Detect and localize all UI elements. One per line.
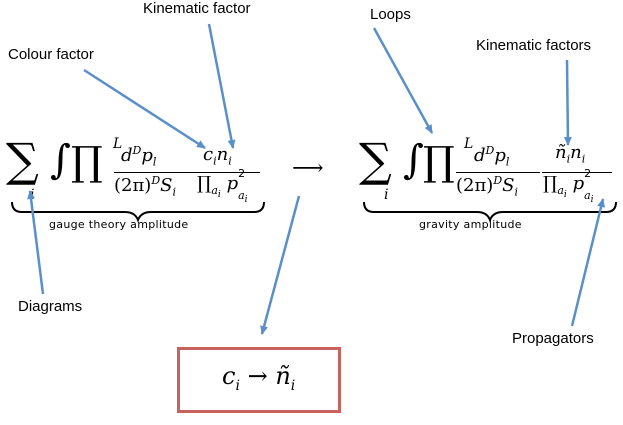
arrow-kinematic-factors (563, 59, 572, 146)
fraction-line-measure-right (456, 172, 540, 173)
underbrace-gauge (11, 201, 265, 223)
arrow-to-box (260, 195, 301, 335)
sum-symbol-right: ∑ (359, 133, 392, 187)
label-loops: Loops (370, 6, 411, 23)
arrow-kinematic-factor (207, 23, 236, 149)
arrow-loops (372, 27, 434, 134)
replacement-formula: ci → ñi (222, 362, 296, 394)
measure-numerator-right: dDpl (474, 144, 510, 169)
measure-denominator-left: (2π)DSi (114, 174, 177, 199)
replacement-box: ci → ñi (177, 347, 341, 413)
measure-numerator-left: dDpl (121, 144, 157, 169)
arrow-diagrams (27, 190, 45, 295)
product-upper-right: L (464, 136, 474, 152)
label-propagators: Propagators (512, 330, 594, 347)
product-symbol-right: ∏ (423, 139, 455, 185)
sum-index-right: i (384, 187, 389, 203)
numerator-cn-left: cini (203, 144, 232, 168)
fraction-line-measure-left (114, 172, 198, 173)
arrow-propagators (570, 198, 605, 327)
label-kinematic-factor: Kinematic factor (143, 0, 251, 17)
brace-caption-gravity: gravity amplitude (419, 218, 522, 231)
brace-caption-gauge: gauge theory amplitude (49, 218, 189, 231)
arrow-colour-factor (83, 68, 206, 150)
label-kinematic-factors: Kinematic factors (476, 37, 592, 54)
underbrace-gravity (363, 201, 617, 223)
label-diagrams: Diagrams (18, 298, 83, 315)
integral-symbol-right: ∫ (403, 137, 424, 183)
measure-denominator-right: (2π)DSi (456, 174, 519, 199)
sum-symbol-left: ∑ (6, 133, 39, 187)
integral-symbol-left: ∫ (50, 137, 71, 183)
product-upper-left: L (113, 136, 123, 152)
fraction-line-kin-left (197, 172, 260, 173)
label-colour-factor: Colour factor (8, 46, 94, 63)
product-symbol-left: ∏ (71, 139, 103, 185)
maps-to-arrow: ⟶ (292, 156, 324, 181)
fraction-line-kin-right (542, 172, 612, 173)
numerator-nn-right: ñini (555, 142, 586, 166)
